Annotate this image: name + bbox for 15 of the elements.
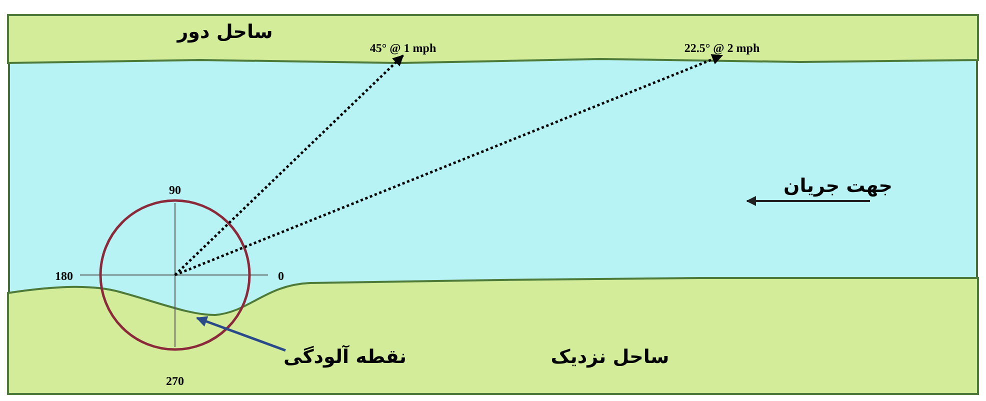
arrow (174, 54, 724, 276)
compass-label: 180 (55, 270, 73, 282)
shore-label: ساحل نزدیک (550, 346, 670, 368)
arrow (174, 54, 404, 276)
compass-label: 0 (278, 270, 284, 282)
compass-label: 90 (169, 184, 181, 196)
angle-label: 22.5° @ 2 mph (684, 42, 760, 54)
angle-label: 45° @ 1 mph (370, 42, 436, 54)
shore-label: ساحل دور (177, 21, 273, 43)
current-label: جهت جریان (784, 175, 892, 197)
arrow (196, 316, 286, 352)
compass-circle (99, 199, 251, 351)
pollution-label: نقطه آلودگی (283, 346, 407, 368)
compass-label: 270 (166, 374, 184, 388)
shore-band (8, 15, 978, 65)
